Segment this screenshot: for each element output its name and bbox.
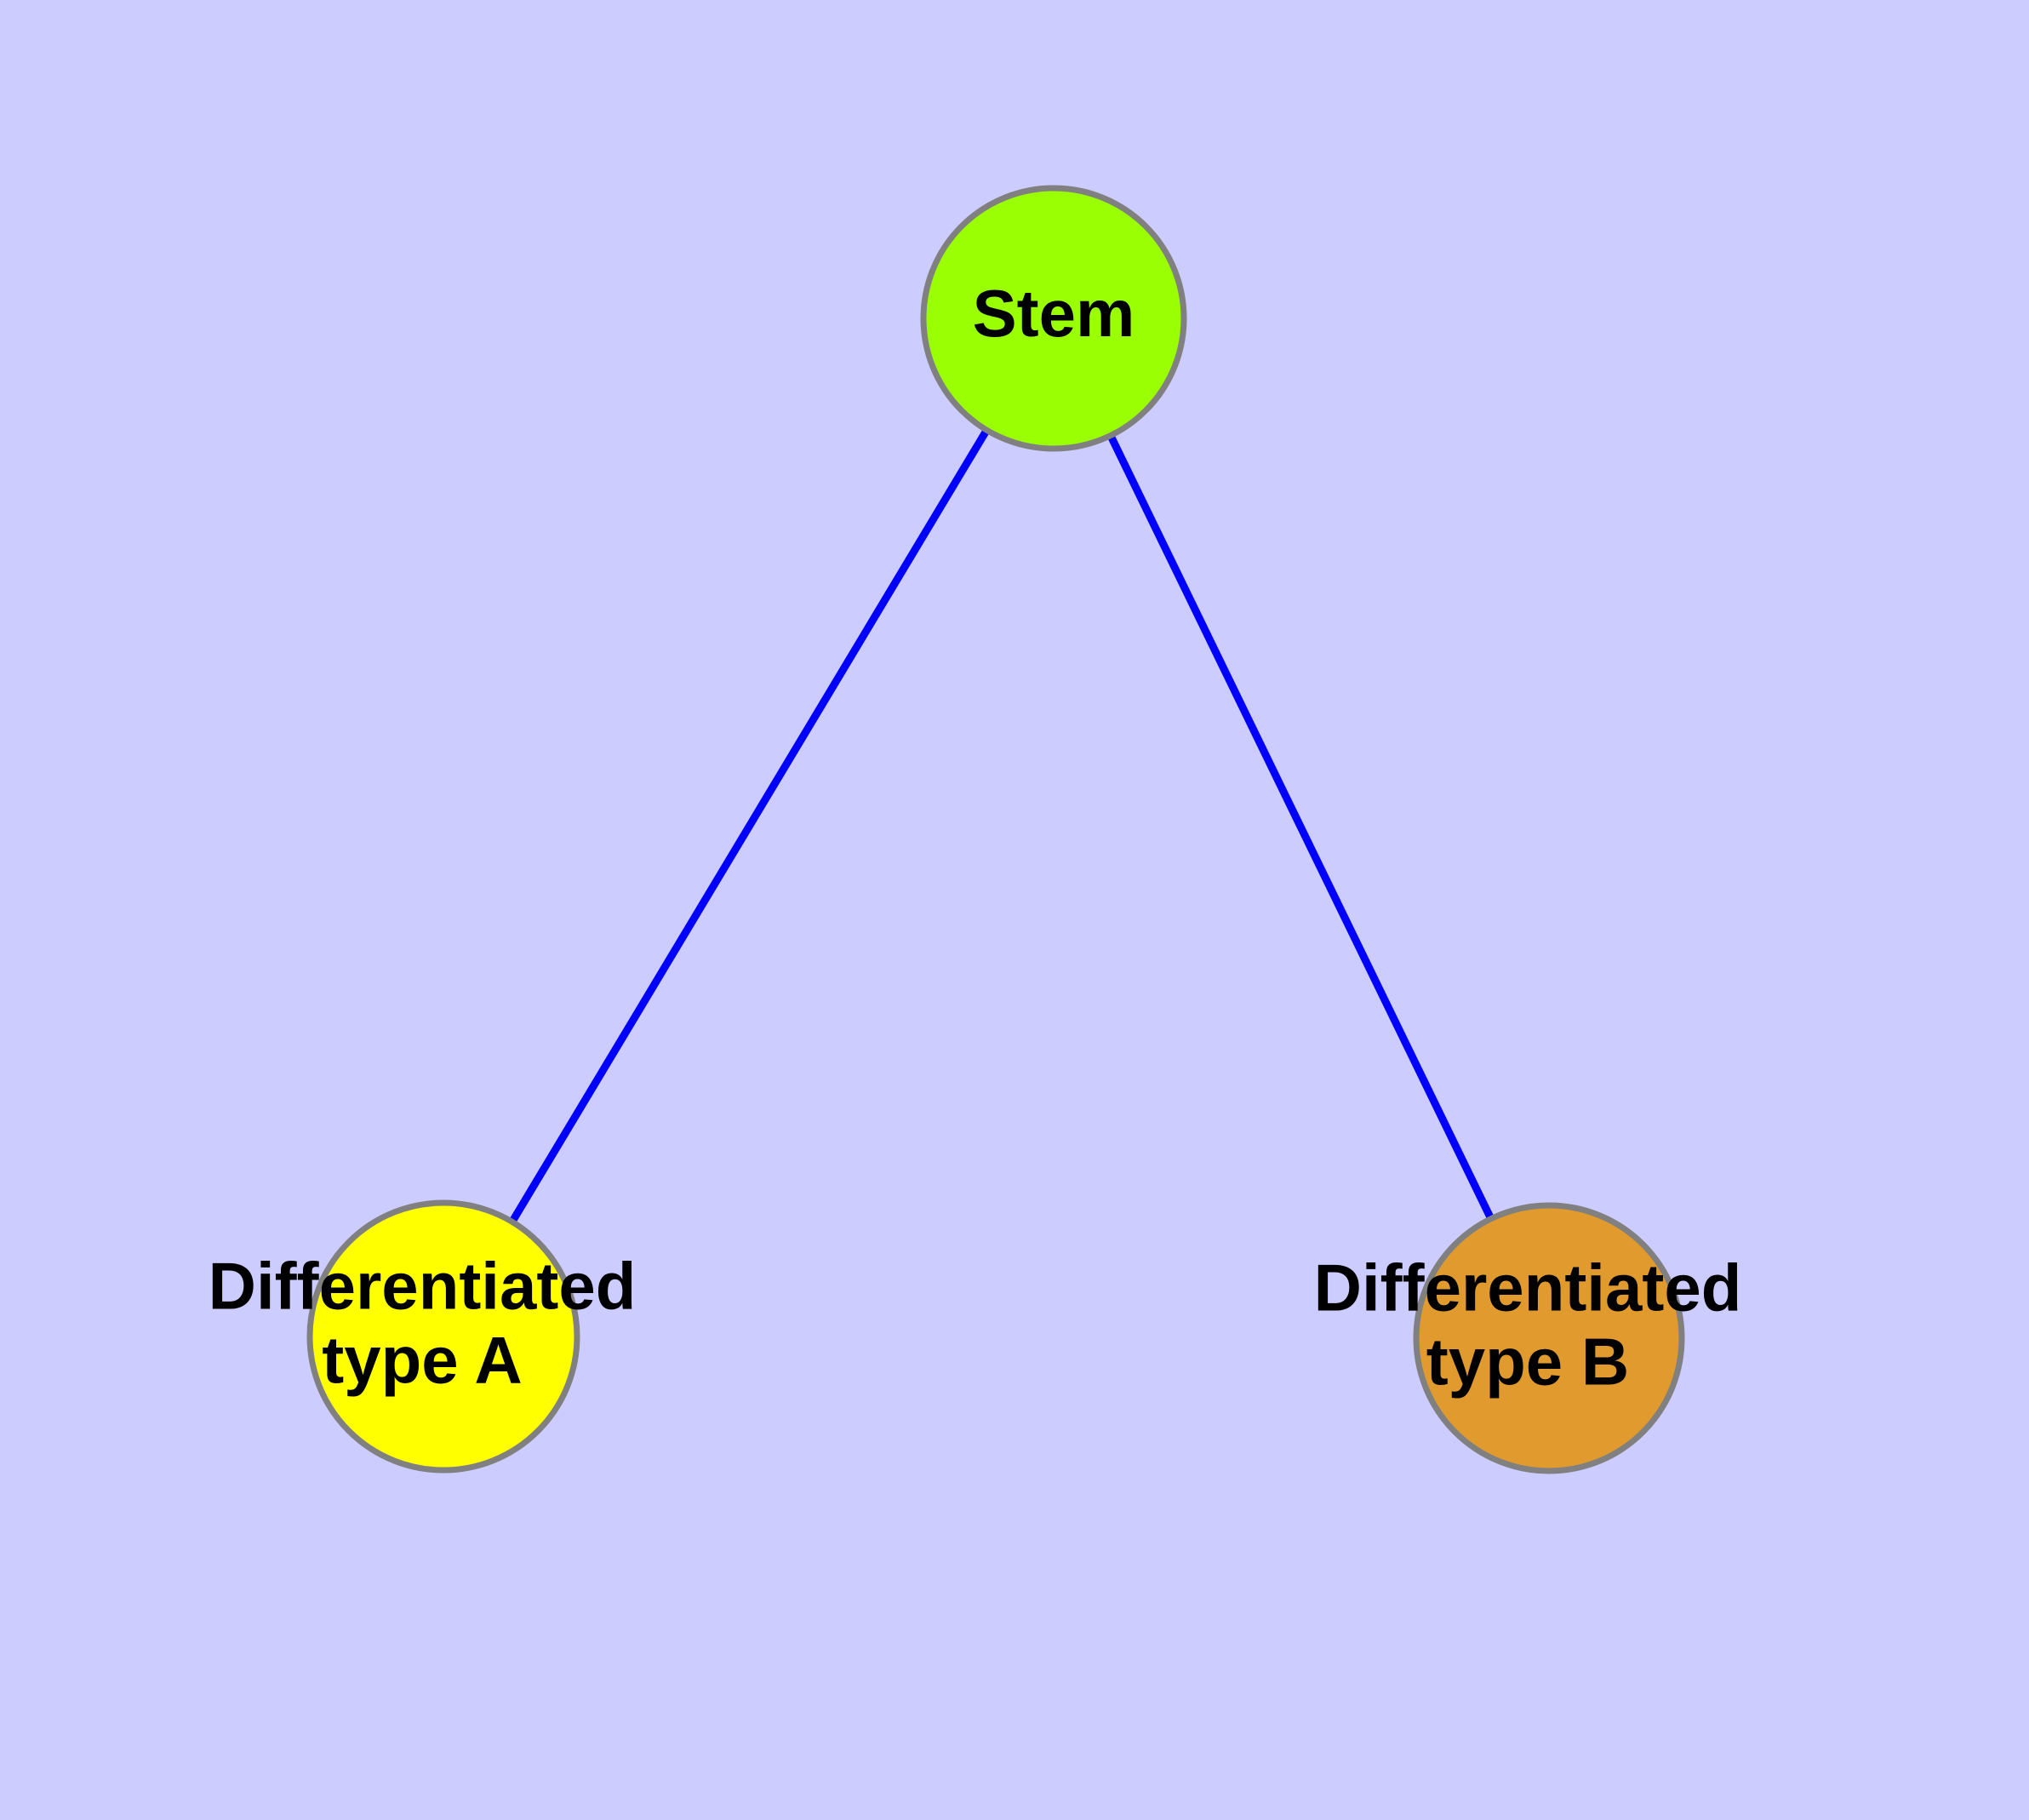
graph-node-diff_b[interactable]: [1413, 1202, 1685, 1474]
graph-edge-stem-diff_b[interactable]: [1106, 432, 1495, 1222]
graph-node-diff_a[interactable]: [306, 1199, 580, 1474]
edges-group: [507, 426, 1495, 1226]
graph-node-stem[interactable]: [920, 185, 1187, 452]
graph-edge-stem-diff_a[interactable]: [507, 426, 992, 1226]
